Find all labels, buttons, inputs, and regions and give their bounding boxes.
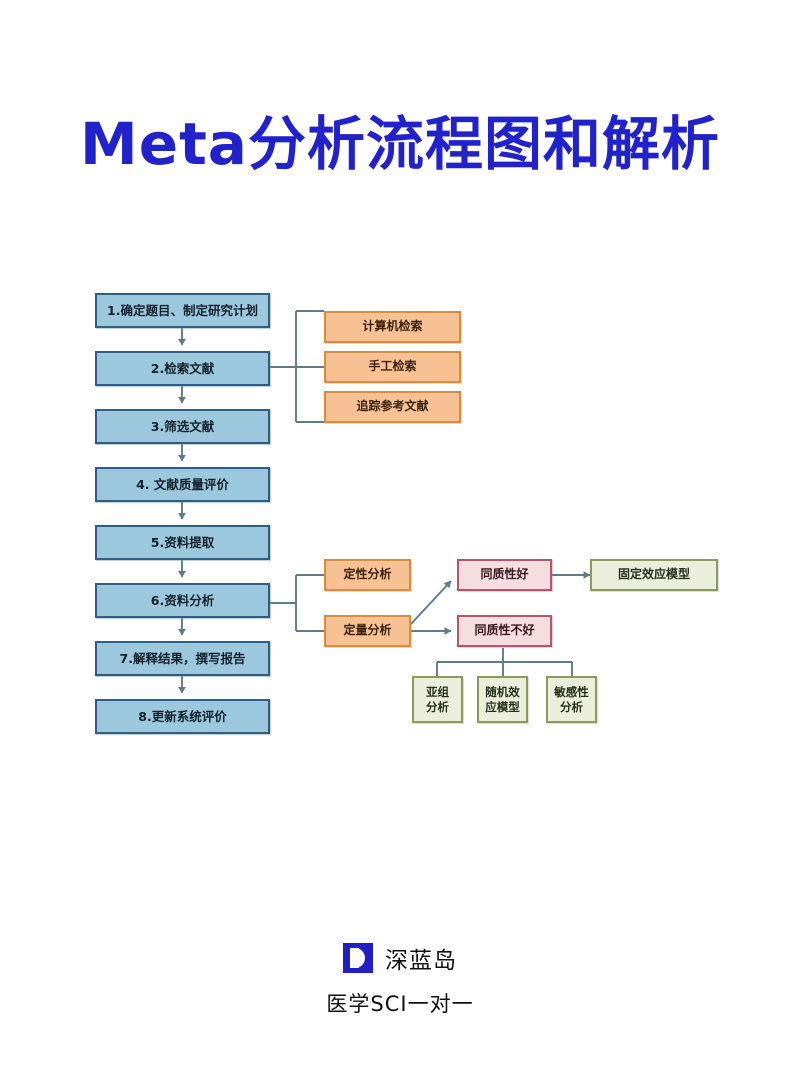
flow-step-2[interactable]: 2.检索文献 <box>95 351 270 386</box>
flow-step-1[interactable]: 1.确定题目、制定研究计划 <box>95 293 270 328</box>
analysis-type-quantitative-label: 定量分析 <box>343 623 392 638</box>
random-effects-model-label: 随机效 应模型 <box>485 685 520 714</box>
flowchart-connectors <box>178 310 591 694</box>
brand-row: 深蓝岛 <box>0 938 800 978</box>
page-title: Meta分析流程图和解析 <box>80 110 720 178</box>
footer-branding: 深蓝岛 医学SCI一对一 <box>0 938 800 1018</box>
flow-step-5-label: 5.资料提取 <box>150 534 215 550</box>
flow-step-8-label: 8.更新系统评价 <box>138 708 227 724</box>
sensitivity-analysis[interactable]: 敏感性 分析 <box>546 676 597 723</box>
flow-step-3-label: 3.筛选文献 <box>150 418 215 434</box>
analysis-type-qualitative[interactable]: 定性分析 <box>324 559 411 591</box>
fixed-effects-model[interactable]: 固定效应模型 <box>590 559 718 591</box>
homogeneity-good-label: 同质性好 <box>480 567 529 582</box>
brand-d-logo-icon <box>343 943 373 973</box>
subgroup-analysis-label: 亚组 分析 <box>426 685 449 714</box>
flow-step-8[interactable]: 8.更新系统评价 <box>95 699 270 734</box>
search-method-reference-tracking-label: 追踪参考文献 <box>356 399 429 414</box>
flow-step-3[interactable]: 3.筛选文献 <box>95 409 270 444</box>
analysis-type-qualitative-label: 定性分析 <box>343 567 392 582</box>
connector-quantitative-to-homogeneity-good <box>410 580 452 625</box>
fixed-effects-model-label: 固定效应模型 <box>617 567 690 582</box>
homogeneity-bad-label: 同质性不好 <box>474 623 535 638</box>
brand-name: 深蓝岛 <box>385 948 457 974</box>
flow-step-2-label: 2.检索文献 <box>150 360 215 376</box>
sensitivity-analysis-label: 敏感性 分析 <box>554 685 589 714</box>
search-method-reference-tracking[interactable]: 追踪参考文献 <box>324 391 461 423</box>
flow-step-5[interactable]: 5.资料提取 <box>95 525 270 560</box>
brand-tagline: 医学SCI一对一 <box>326 992 474 1016</box>
flow-step-7-label: 7.解释结果，撰写报告 <box>119 650 246 666</box>
random-effects-model[interactable]: 随机效 应模型 <box>477 676 528 723</box>
search-method-manual-label: 手工检索 <box>368 359 417 374</box>
flow-step-6[interactable]: 6.资料分析 <box>95 583 270 618</box>
flowchart-diagram: 1.确定题目、制定研究计划 2.检索文献 3.筛选文献 4. 文献质量评价 5.… <box>95 293 718 734</box>
flow-step-4[interactable]: 4. 文献质量评价 <box>95 467 270 502</box>
search-method-computer-label: 计算机检索 <box>362 319 423 334</box>
flow-step-4-label: 4. 文献质量评价 <box>136 476 229 492</box>
flow-step-7[interactable]: 7.解释结果，撰写报告 <box>95 641 270 676</box>
flow-step-1-label: 1.确定题目、制定研究计划 <box>107 302 258 318</box>
homogeneity-bad[interactable]: 同质性不好 <box>457 615 552 647</box>
subgroup-analysis[interactable]: 亚组 分析 <box>412 676 463 723</box>
analysis-type-quantitative[interactable]: 定量分析 <box>324 615 411 647</box>
homogeneity-good[interactable]: 同质性好 <box>457 559 552 591</box>
search-method-computer[interactable]: 计算机检索 <box>324 311 461 343</box>
search-method-manual[interactable]: 手工检索 <box>324 351 461 383</box>
flow-step-6-label: 6.资料分析 <box>150 592 215 608</box>
